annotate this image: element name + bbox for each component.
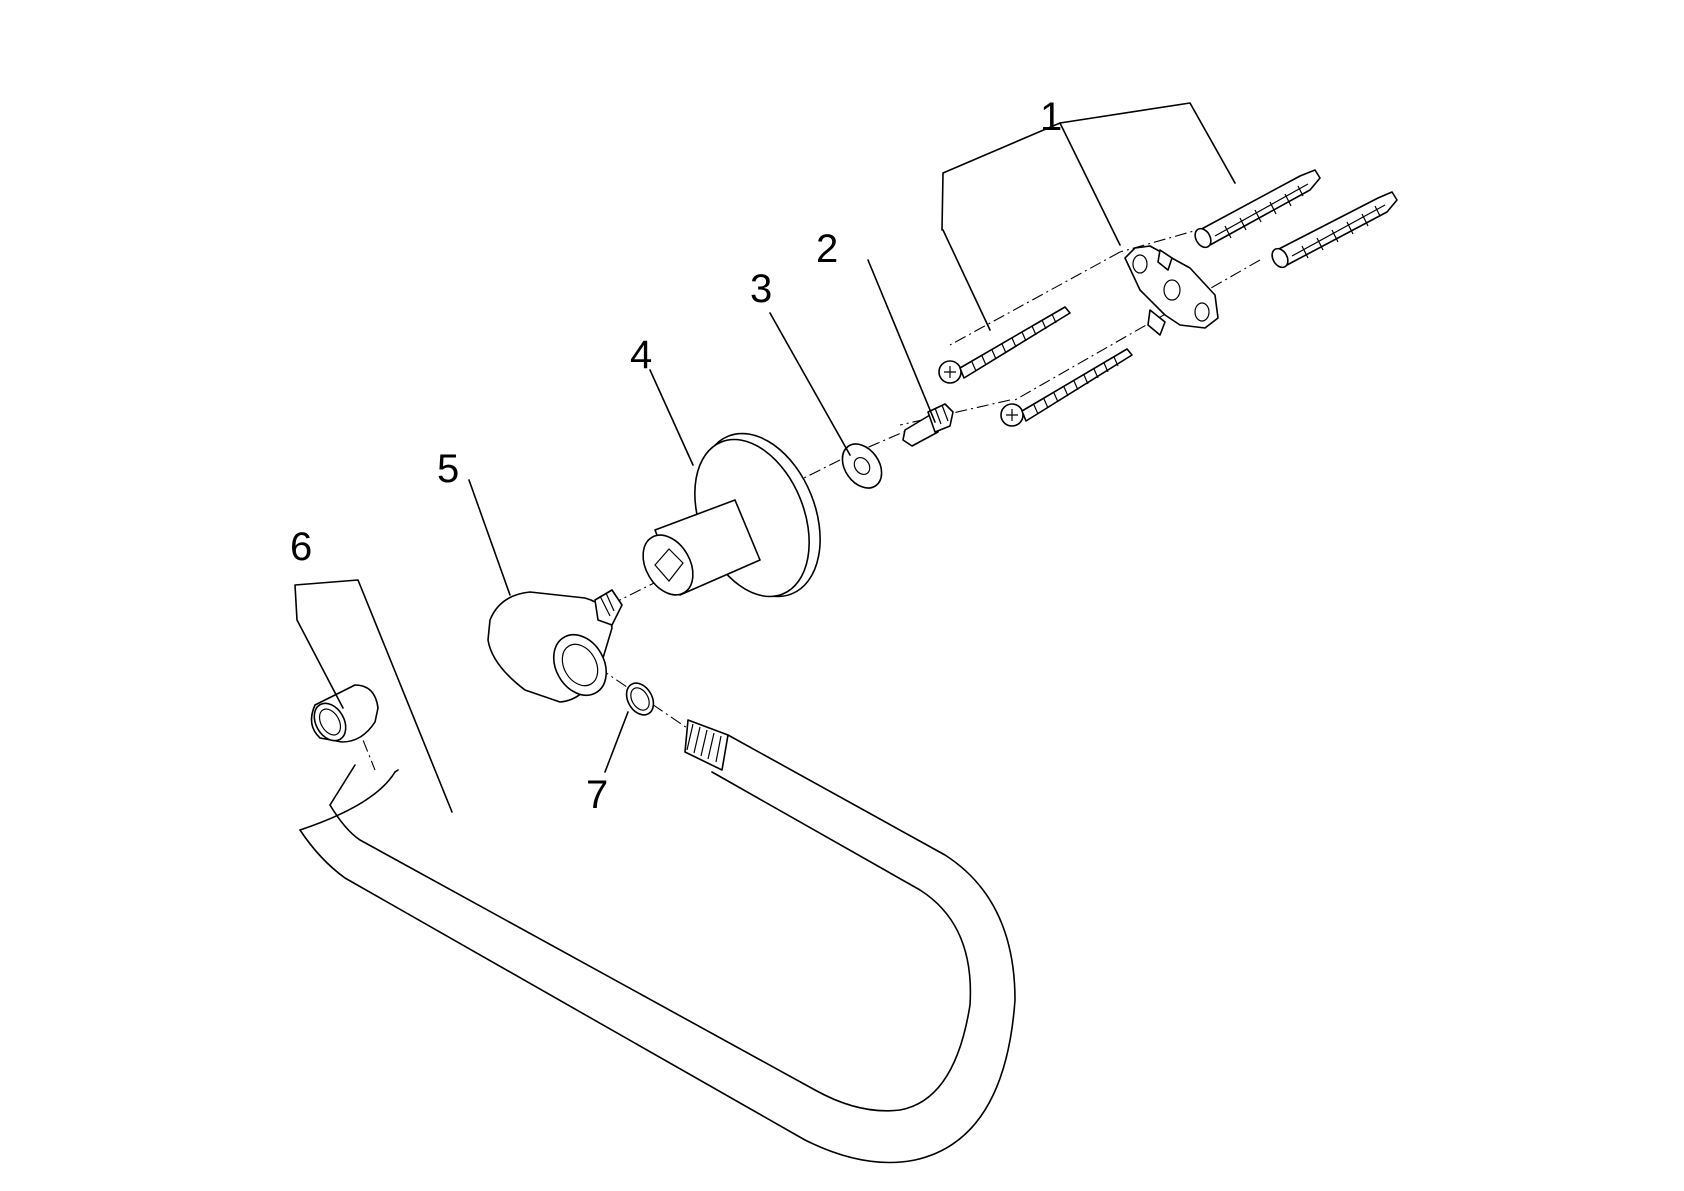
wood-screw-upper <box>938 306 1071 384</box>
wall-rosette <box>642 432 821 598</box>
o-ring <box>625 682 655 716</box>
threaded-nipple <box>902 403 954 447</box>
callout-2: 2 <box>816 227 838 271</box>
callout-3: 3 <box>750 267 772 311</box>
callout-5: 5 <box>437 447 459 491</box>
callout-4: 4 <box>630 333 652 377</box>
wall-dowel-lower <box>1271 191 1398 269</box>
callout-numbers: 1 2 3 4 5 6 7 <box>290 95 1062 817</box>
hose-connector-elbow <box>487 589 623 703</box>
callout-1: 1 <box>1040 95 1062 139</box>
washer <box>841 443 883 489</box>
hose-sleeve <box>310 684 379 743</box>
callout-7: 7 <box>586 773 608 817</box>
wood-screw-lower <box>1000 348 1133 427</box>
callout-6: 6 <box>290 525 312 569</box>
wall-dowel-upper <box>1194 169 1321 249</box>
flexible-hose <box>299 719 1016 1164</box>
leader-lines <box>294 102 1236 813</box>
mounting-plate <box>1124 245 1219 336</box>
